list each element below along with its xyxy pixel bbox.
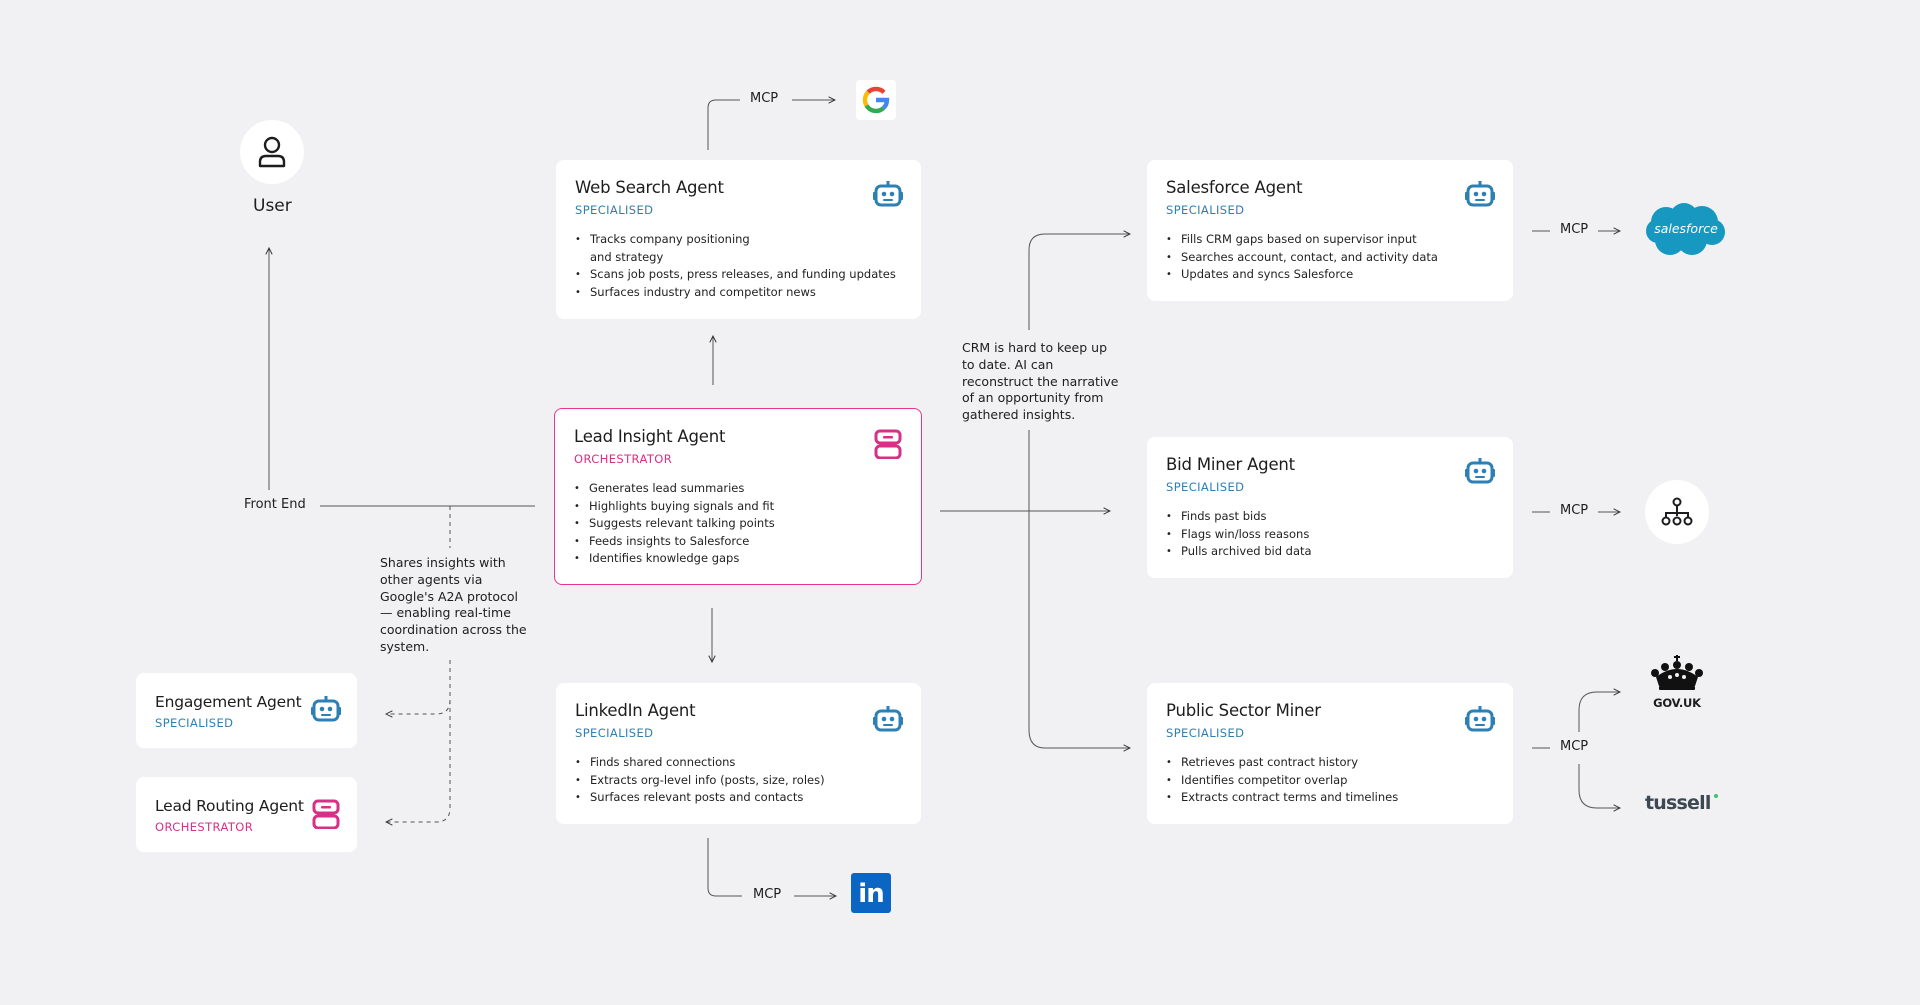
card-title: Salesforce Agent [1166,178,1303,197]
lead-insight-agent-card[interactable]: Lead Insight Agent ORCHESTRATOR Generate… [554,408,922,585]
bullet-list: Fills CRM gaps based on supervisor input… [1166,231,1495,284]
bullet-item: Feeds insights to Salesforce [574,533,903,551]
google-logo[interactable] [856,80,896,120]
robot-icon [874,429,902,459]
tussell-logo[interactable]: tussell [1645,792,1718,814]
bullet-list: Retrieves past contract history Identifi… [1166,754,1495,807]
agent-tag: SPECIALISED [1166,480,1245,494]
web-search-agent-card[interactable]: Web Search Agent SPECIALISED Tracks comp… [556,160,921,319]
bullet-item: and strategy [590,249,664,264]
bullet-list: Finds shared connections Extracts org-le… [575,754,903,807]
bullet-item: Updates and syncs Salesforce [1166,266,1495,284]
mcp-label-linkedin: MCP [753,887,782,902]
salesforce-logo-text: salesforce [1654,221,1718,236]
tussell-dot-icon [1713,794,1718,798]
bullet-list: Tracks company positioning and strategy … [575,231,903,301]
robot-icon [873,706,903,732]
robot-icon [1465,458,1495,484]
bullet-item: Pulls archived bid data [1166,543,1495,561]
network-hierarchy-icon [1661,497,1693,526]
front-end-label: Front End [244,497,306,512]
bullet-item: Fills CRM gaps based on supervisor input [1166,231,1495,249]
govuk-logo-text: GOV.UK [1653,696,1701,710]
card-title: Bid Miner Agent [1166,455,1295,474]
user-avatar[interactable] [240,120,304,184]
mcp-label-salesforce: MCP [1560,222,1589,237]
salesforce-agent-card[interactable]: Salesforce Agent SPECIALISED Fills CRM g… [1147,160,1513,301]
bullet-item: Extracts org-level info (posts, size, ro… [575,772,903,790]
salesforce-cloud-icon [1646,203,1725,255]
engagement-agent-card[interactable]: Engagement Agent SPECIALISED [136,673,357,748]
robot-icon [873,181,903,207]
card-title: Web Search Agent [575,178,724,197]
linkedin-logo[interactable]: in [851,873,891,913]
agent-tag: ORCHESTRATOR [155,820,254,834]
bullet-list: Generates lead summaries Highlights buyi… [574,480,903,568]
user-icon [258,136,286,168]
bid-miner-agent-card[interactable]: Bid Miner Agent SPECIALISED Finds past b… [1147,437,1513,578]
agent-tag: SPECIALISED [575,203,654,217]
a2a-note: Shares insights with other agents via Go… [380,555,527,654]
crm-note: CRM is hard to keep up to date. AI can r… [962,340,1119,423]
bullet-item: Extracts contract terms and timelines [1166,789,1495,807]
card-title: Lead Insight Agent [574,427,726,446]
bullet-item: Identifies knowledge gaps [574,550,903,568]
bullet-item: Retrieves past contract history [1166,754,1495,772]
agent-tag: SPECIALISED [575,726,654,740]
bullet-list: Finds past bids Flags win/loss reasons P… [1166,508,1495,561]
robot-icon [311,696,341,722]
robot-icon [312,799,340,829]
card-title: Lead Routing Agent [155,797,304,815]
bullet-item: Surfaces industry and competitor news [575,284,903,302]
bullet-item: Searches account, contact, and activity … [1166,249,1495,267]
public-sector-miner-card[interactable]: Public Sector Miner SPECIALISED Retrieve… [1147,683,1513,824]
card-title: LinkedIn Agent [575,701,696,720]
linkedin-logo-text: in [858,879,884,909]
mcp-label-public-sector: MCP [1560,739,1589,754]
bullet-item: Identifies competitor overlap [1166,772,1495,790]
bullet-item: Scans job posts, press releases, and fun… [575,266,903,284]
agent-tag: SPECIALISED [1166,203,1245,217]
salesforce-logo[interactable]: salesforce [1644,200,1728,260]
bid-miner-source-icon-wrap[interactable] [1645,480,1709,544]
agent-tag: SPECIALISED [155,716,234,730]
bullet-item: Surfaces relevant posts and contacts [575,789,903,807]
user-label: User [253,196,292,216]
agent-tag: SPECIALISED [1166,726,1245,740]
bullet-item: Flags win/loss reasons [1166,526,1495,544]
tussell-logo-text: tussell [1645,792,1711,814]
bullet-item: Tracks company positioning [575,231,903,249]
bullet-item: Generates lead summaries [574,480,903,498]
bullet-item: Finds past bids [1166,508,1495,526]
govuk-crown-icon [1651,655,1703,690]
card-title: Engagement Agent [155,693,302,711]
mcp-label-google: MCP [750,91,779,106]
agent-tag: ORCHESTRATOR [574,452,673,466]
robot-icon [1465,706,1495,732]
bullet-item: Suggests relevant talking points [574,515,903,533]
govuk-logo[interactable]: GOV.UK [1650,655,1704,711]
robot-icon [1465,181,1495,207]
lead-routing-agent-card[interactable]: Lead Routing Agent ORCHESTRATOR [136,777,357,852]
google-g-icon [862,86,890,114]
linkedin-agent-card[interactable]: LinkedIn Agent SPECIALISED Finds shared … [556,683,921,824]
bullet-item: Highlights buying signals and fit [574,498,903,516]
bullet-item: Finds shared connections [575,754,903,772]
card-title: Public Sector Miner [1166,701,1321,720]
mcp-label-bid-miner: MCP [1560,503,1589,518]
